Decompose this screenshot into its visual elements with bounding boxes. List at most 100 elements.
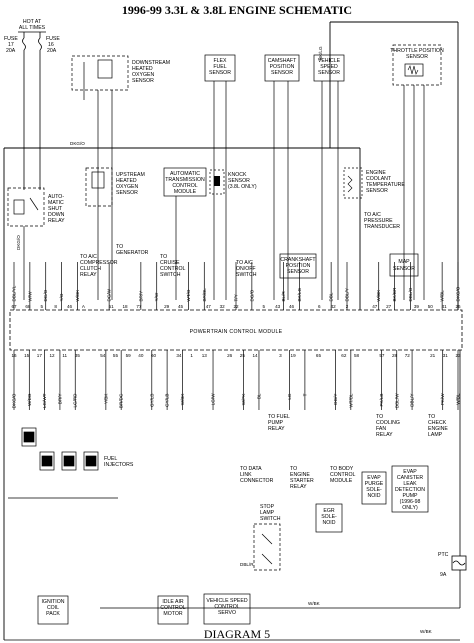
top-wire-21: DBL/Y (345, 288, 350, 301)
bcm-l2: CONTROL (330, 472, 355, 478)
top-wire-28: DKG/O (456, 286, 461, 301)
top-pin-12: 45 (178, 304, 184, 309)
bottom-wire-15: W/PK (241, 393, 246, 406)
bottom-pin-29: 57 (379, 353, 385, 358)
up-o2-l3: OXYGEN (116, 184, 138, 190)
fuse16-l2: 16 (48, 42, 54, 48)
cruise-l4: SWITCH (160, 272, 181, 278)
asd-relay: AUTO- MATIC SHUT DOWN RELAY (7, 187, 65, 300)
bottom-wire-29: W/BL (456, 393, 461, 405)
bottom-pin-11: 60 (151, 353, 157, 358)
ptc-and-returns: PTC 9A W/BK W/BK (4, 350, 467, 641)
w-bk-bottom-label: W/BK (308, 601, 321, 606)
fan-l3: FAN (376, 426, 386, 432)
vehicle-speed-control-servo: VEHICLE SPEED CONTROL SERVO (203, 593, 251, 625)
dlc-l3: CONNECTOR (240, 478, 274, 484)
generator-l2: GENERATOR (116, 250, 149, 256)
cruise-l3: CONTROL (160, 266, 185, 272)
top-pin-16: 22 (233, 304, 239, 309)
asd-l5: RELAY (48, 218, 65, 224)
bus-wire-label: DKG/O (70, 141, 85, 146)
egr-l3: NOID (323, 520, 336, 526)
w-bk-right-label: W/BK (420, 629, 433, 634)
bottom-pin-4: 11 (62, 353, 67, 358)
bottom-wire-0: DKG/O (12, 393, 17, 408)
bottom-destinations: TO FUEL PUMP RELAY TO COOLING FAN RELAY … (240, 414, 448, 490)
coil-l1: IGNITION (41, 599, 64, 605)
downstream-o2-l2: HEATED (132, 66, 153, 72)
top-pin-19: 43 (275, 304, 281, 309)
bottom-wire-18: LG (287, 393, 292, 400)
bottom-pin-18: 25 (240, 353, 246, 358)
top-wire-25: DBL/O (408, 287, 413, 301)
flex-l3: SENSOR (209, 70, 231, 76)
throttle-position-sensor: THROTTLE POSITION SENSOR (390, 44, 444, 300)
top-pin-32: 26 (455, 304, 461, 309)
flex-l2: FUEL (213, 64, 226, 70)
left-wire-label: DKG/O (16, 235, 21, 250)
up-o2-l1: UPSTREAM (116, 172, 145, 178)
bottom-wire-3: BR/Y (57, 394, 62, 405)
tcm-l2: TRANSMISSION (165, 177, 205, 183)
leak-l7: ONLY) (402, 505, 418, 511)
top-pin-23: 42 (331, 304, 337, 309)
bottom-wire-24: PK/LB (379, 394, 384, 407)
cel-l4: LAMP (428, 432, 443, 438)
generator-l1: TO (116, 244, 123, 250)
top-wire-8: BR/Y (138, 291, 143, 302)
bottom-pin-17: 26 (227, 353, 233, 358)
knock-l1: KNOCK (228, 172, 247, 178)
camshaft-sensor: CAMSHAFT POSITION SENSOR (264, 54, 300, 300)
cel-l2: CHECK (428, 420, 447, 426)
knock-l2: SENSOR (228, 178, 250, 184)
leak-l2: CANISTER (397, 475, 423, 481)
bottom-pin-14: 1 (190, 353, 193, 358)
bottom-pin-31: 72 (405, 353, 411, 358)
top-wire-23: W/BK (376, 289, 381, 302)
crank-l2: POSITION (286, 263, 311, 269)
bk-lg-label: BK/LG (318, 46, 323, 60)
ac-clutch-l3: CLUTCH (80, 266, 101, 272)
bottom-wire-10: GY/LB (165, 394, 170, 408)
fuse17-l1: FUSE (4, 36, 18, 42)
fuse-block: HOT AT ALL TIMES FUSE 17 20A FUSE 16 20A (4, 19, 60, 190)
vss-l1: VEHICLE (318, 58, 341, 64)
bottom-pin-10: 40 (138, 353, 144, 358)
bottom-wire-26: DBL/Y (410, 394, 415, 407)
ptc-l1: PTC (438, 552, 449, 558)
servo-l1: VEHICLE SPEED (206, 598, 247, 604)
bottom-wire-2: LG/WT (42, 393, 47, 408)
hot-label-1: HOT AT (23, 19, 42, 25)
asd-l4: DOWN (48, 212, 65, 218)
fan-l1: TO (376, 414, 383, 420)
ac-pressure-transducer: TO A/C PRESSURE TRANSDUCER (364, 212, 400, 230)
fan-l2: COOLING (376, 420, 400, 426)
crank-l1: CRANKSHAFT (280, 257, 316, 263)
leak-l5: PUMP (403, 493, 419, 499)
top-wire-11: WT/O (186, 289, 191, 301)
bottom-pin-22: 19 (291, 353, 297, 358)
bottom-pin-27: 58 (354, 353, 360, 358)
ignition-coil-pack: IGNITION COIL PACK (37, 595, 69, 625)
upstream-o2-sensor: UPSTREAM HEATED OXYGEN SENSOR (85, 167, 145, 207)
top-wire-3: Y/O (59, 293, 64, 301)
acsw-l2: ON/OFF (236, 266, 256, 272)
top-wire-20: DBL (329, 292, 334, 301)
dbl-r-label: DBL/R (240, 562, 254, 567)
top-wire-14: T/Y (234, 294, 239, 301)
bottom-pin-19: 14 (252, 353, 258, 358)
iac-l3: MOTOR (163, 611, 182, 617)
bps-l1: STOP (260, 504, 275, 510)
up-o2-l2: HEATED (116, 178, 137, 184)
cruise-l2: CRUISE (160, 260, 180, 266)
asd-l1: AUTO- (48, 194, 64, 200)
bottom-pin-9: 59 (126, 353, 132, 358)
bottom-wire-28: PK/W (440, 393, 445, 405)
starter-l3: STARTER (290, 478, 314, 484)
egr-l1: EGR (323, 508, 334, 514)
bottom-pin-7: 54 (100, 353, 106, 358)
top-pin-15: 32 (220, 304, 226, 309)
bottom-wire-21: DG/Y (333, 394, 338, 405)
bottom-wire-6: Y/BK (103, 393, 108, 404)
